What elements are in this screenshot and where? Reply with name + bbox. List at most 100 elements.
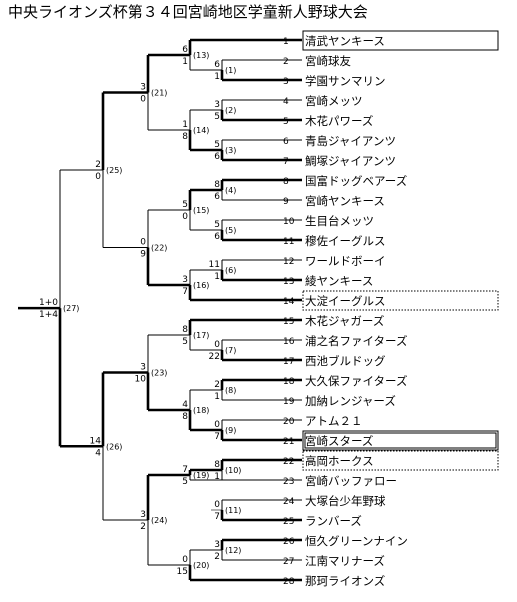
team-number: 8	[283, 177, 289, 187]
score-a: 5	[182, 200, 188, 210]
team-number: 10	[283, 217, 295, 227]
team-number: 12	[283, 257, 294, 267]
score-b: 1	[214, 392, 220, 402]
team-number: 13	[283, 277, 294, 287]
score-a: 3	[140, 510, 146, 520]
team-name: 宮崎バッファロー	[305, 474, 397, 488]
score-b: 7	[214, 512, 220, 522]
team-name: 宮崎ヤンキース	[305, 194, 385, 208]
score-a: 8	[214, 180, 220, 190]
team-name: 宮崎球友	[305, 54, 351, 68]
score-b: 1+4	[39, 310, 58, 320]
team-name: 国富ドッグベアーズ	[305, 174, 407, 188]
team-number: 23	[283, 477, 294, 487]
team-number: 15	[283, 317, 294, 327]
score-b: 5	[182, 337, 188, 347]
team-name: 那珂ライオンズ	[305, 574, 385, 588]
score-b: 15	[177, 567, 188, 577]
team-highlight-box-inner	[304, 432, 497, 449]
score-b: 6	[214, 152, 220, 162]
match-label: (7)	[225, 346, 236, 355]
match-label: (17)	[193, 331, 209, 340]
team-name: 大塚台少年野球	[305, 494, 386, 508]
team-name: 清武ヤンキース	[305, 34, 385, 48]
match-label: (4)	[225, 186, 236, 195]
score-a: 14	[90, 436, 102, 446]
score-b: 0	[95, 172, 101, 182]
team-number: 26	[283, 537, 295, 547]
team-name: 宮崎スターズ	[305, 434, 373, 448]
match-label: (15)	[193, 206, 209, 215]
team-number: 27	[283, 557, 294, 567]
score-a: 3	[182, 275, 188, 285]
score-b: 9	[140, 250, 146, 260]
team-highlight-box	[302, 290, 499, 311]
score-a: 3	[140, 363, 146, 373]
score-b: 2	[214, 552, 220, 562]
match-label: (9)	[225, 426, 236, 435]
team-number: 20	[283, 417, 295, 427]
score-a: 7	[182, 465, 188, 475]
score-a: 6	[214, 60, 220, 70]
match-label: (27)	[63, 304, 79, 313]
team-name: 恒久グリーンナイン	[305, 534, 408, 548]
score-b: 2	[140, 522, 146, 532]
match-label: (18)	[193, 406, 209, 415]
score-a: 8	[214, 460, 220, 470]
team-name: 学園サンマリン	[305, 74, 386, 88]
match-label: (2)	[225, 106, 236, 115]
score-b: 8	[182, 412, 188, 422]
team-name: アトム２１	[305, 414, 363, 428]
score-a: 6	[182, 45, 188, 55]
team-name: 加納レンジャーズ	[305, 394, 396, 408]
score-b: 1	[214, 472, 220, 482]
score-b: 6	[214, 192, 220, 202]
match-label: (22)	[151, 244, 167, 253]
team-number: 11	[283, 237, 294, 247]
team-highlight-box	[302, 450, 499, 471]
team-name: 木花ジャガーズ	[305, 314, 384, 328]
score-b: 0	[182, 212, 188, 222]
score-b: 4	[95, 448, 101, 458]
team-number: 19	[283, 397, 295, 407]
score-b: 22	[209, 352, 220, 362]
match-label: (20)	[193, 561, 209, 570]
score-b: 1	[214, 72, 220, 82]
match-label: (14)	[193, 126, 209, 135]
match-label: (19)	[193, 471, 209, 480]
team-name: 江南マリナーズ	[305, 554, 385, 568]
score-a: 0	[140, 238, 146, 248]
score-b: 1	[182, 57, 188, 67]
score-a: 0	[214, 500, 220, 510]
team-number: 28	[283, 577, 295, 587]
team-name: 穆佐イーグルス	[305, 234, 386, 248]
match-label: (8)	[225, 386, 236, 395]
team-name: 宮崎メッツ	[305, 94, 363, 108]
score-b: 8	[182, 132, 188, 142]
match-label: (6)	[225, 266, 236, 275]
team-name: 生目台メッツ	[305, 214, 374, 228]
team-name: 木花パワーズ	[305, 114, 373, 128]
score-b: 1	[214, 272, 220, 282]
score-a: 2	[214, 380, 220, 390]
match-label: (3)	[225, 146, 236, 155]
team-name: 高岡ホークス	[305, 454, 374, 468]
match-label: (23)	[151, 369, 167, 378]
score-a: 0	[214, 340, 220, 350]
team-number: 1	[283, 37, 289, 47]
team-highlight-box	[302, 30, 499, 51]
score-a: 5	[214, 140, 220, 150]
team-highlight-box	[302, 430, 499, 451]
page-title: 中央ライオンズ杯第３４回宮崎地区学童新人野球大会	[8, 3, 368, 21]
score-a: 0	[182, 555, 188, 565]
team-number: 22	[283, 457, 294, 467]
score-a: 3	[214, 100, 220, 110]
team-name: 青島ジャイアンツ	[305, 134, 396, 148]
team-number: 21	[283, 437, 294, 447]
team-name: 綾ヤンキース	[305, 274, 373, 288]
team-number: 14	[283, 297, 295, 307]
score-b: 5	[182, 477, 188, 487]
score-a: 5	[214, 220, 220, 230]
team-number: 7	[283, 157, 289, 167]
team-number: 9	[283, 197, 289, 207]
